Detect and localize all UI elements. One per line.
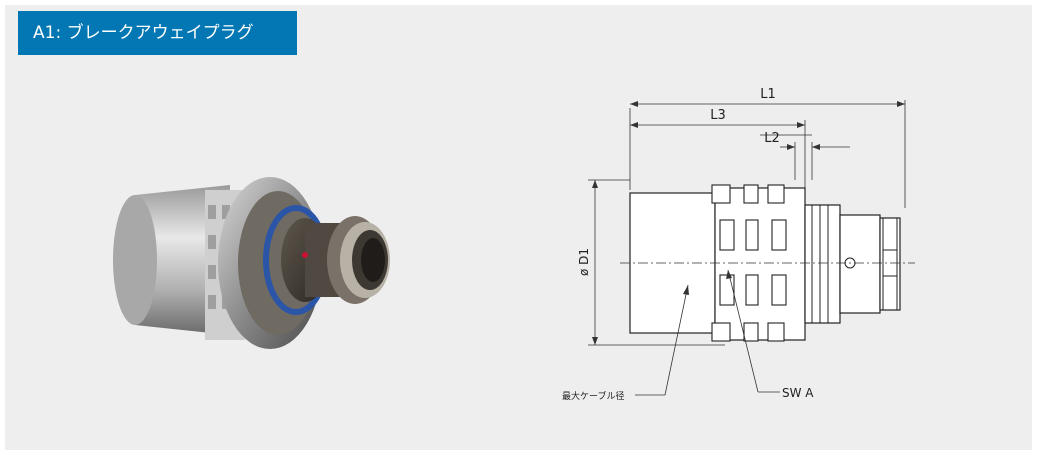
max-cable-diameter-label: 最大ケーブル径: [562, 390, 624, 402]
dim-l3-label: L3: [710, 108, 726, 123]
dim-l1-label: L1: [760, 87, 776, 102]
product-photo: [113, 177, 390, 349]
technical-drawing: L1 L3 L2 ø D1: [562, 87, 915, 402]
dim-d1-label: ø D1: [577, 248, 591, 276]
dim-l2-label: L2: [764, 131, 780, 146]
sw-a-label: SW A: [782, 386, 814, 400]
product-title: A1: ブレークアウェイプラグ: [18, 11, 297, 55]
product-panel: A1: ブレークアウェイプラグ: [5, 5, 1032, 450]
